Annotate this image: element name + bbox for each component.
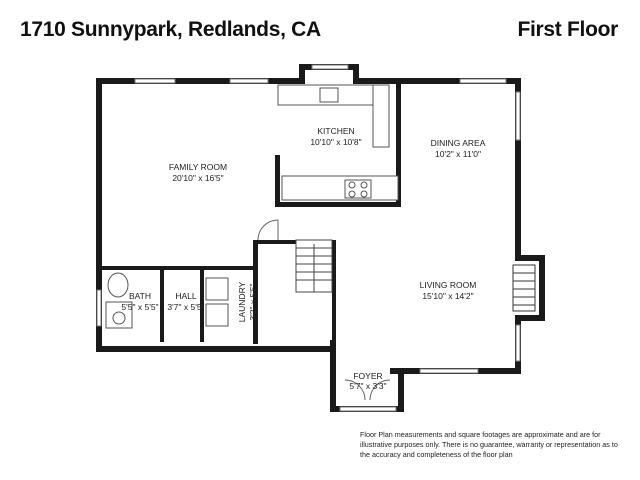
kitchen-counters <box>277 84 399 201</box>
kitchen-size: 10'10" x 10'8" <box>310 137 361 147</box>
bath-fixtures <box>105 272 133 329</box>
living-size: 15'10" x 14'2" <box>422 291 473 301</box>
foyer-size: 5'7" x 3'3" <box>349 381 386 391</box>
family-size: 20'10" x 16'5" <box>172 173 223 183</box>
foyer-name: FOYER <box>353 371 382 381</box>
windows <box>96 64 521 412</box>
staircase <box>295 239 333 293</box>
family-name: FAMILY ROOM <box>169 162 227 172</box>
hall-name: HALL <box>175 291 197 301</box>
bath-size: 5'5" x 5'5" <box>121 302 158 312</box>
exterior-walls <box>96 64 545 412</box>
laundry-appliances <box>205 277 229 327</box>
dining-name: DINING AREA <box>431 138 486 148</box>
floor-label: First Floor <box>517 18 618 41</box>
kitchen-name: KITCHEN <box>317 126 354 136</box>
laundry-size: 3'2" x 5'5" <box>248 283 258 320</box>
door-swing <box>257 219 279 241</box>
hall-size: 3'7" x 5'5" <box>167 302 204 312</box>
laundry-name: LAUNDRY <box>237 281 247 322</box>
living-name: LIVING ROOM <box>420 280 477 290</box>
fireplace <box>512 264 536 312</box>
room-labels: KITCHEN 10'10" x 10'8" DINING AREA 10'2"… <box>121 126 485 391</box>
disclaimer-text: Floor Plan measurements and square foota… <box>360 430 618 459</box>
dining-size: 10'2" x 11'0" <box>435 149 481 159</box>
bath-name: BATH <box>129 291 151 301</box>
property-address: 1710 Sunnypark, Redlands, CA <box>20 18 321 41</box>
foyer-doors <box>344 379 391 401</box>
